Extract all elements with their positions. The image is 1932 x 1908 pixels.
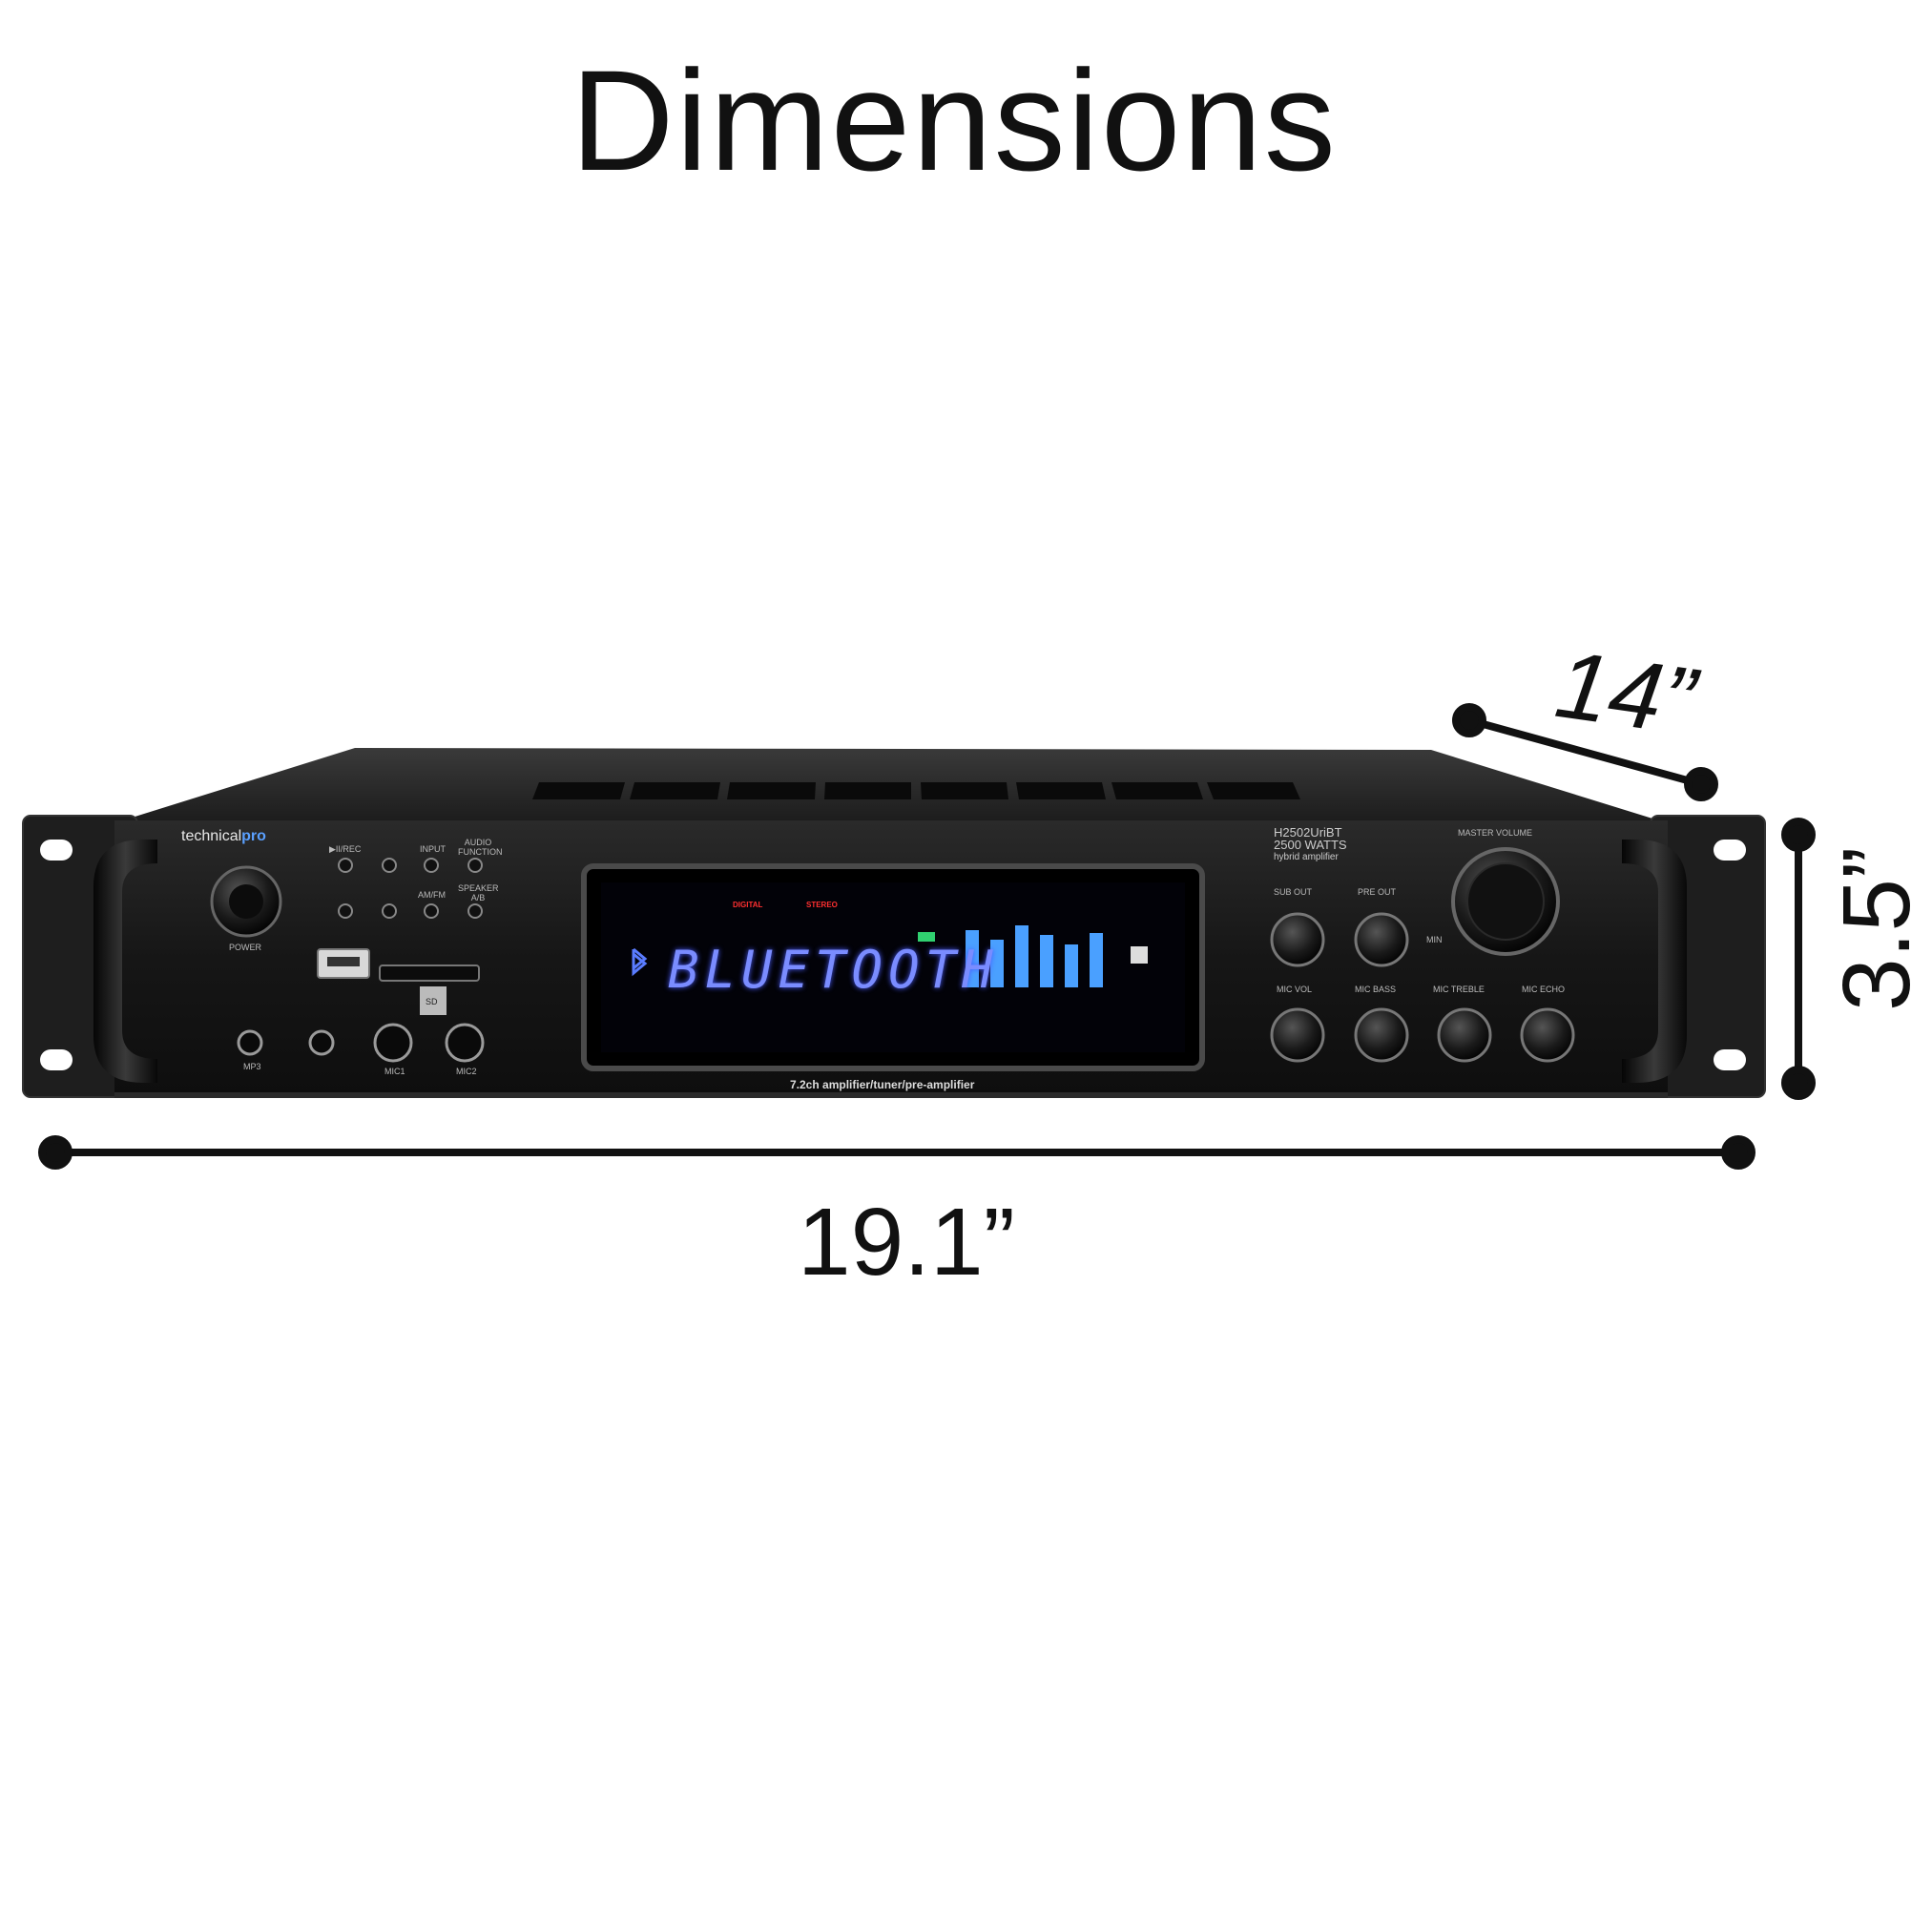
brand-logo-text: technicalpro — [181, 828, 266, 845]
label-pre-out: PRE OUT — [1358, 887, 1397, 897]
jacks — [237, 1023, 485, 1063]
model-watts: 2500 WATTS — [1274, 838, 1347, 852]
label-mic-vol: MIC VOL — [1277, 985, 1313, 994]
display-tag-stereo: STEREO — [806, 901, 838, 909]
control-buttons — [338, 858, 483, 919]
page-title: Dimensions — [571, 40, 1338, 200]
label-sub-out: SUB OUT — [1274, 887, 1313, 897]
label-input: INPUT — [420, 844, 446, 854]
label-mic-bass: MIC BASS — [1355, 985, 1397, 994]
display-readout: BLUETOOTH — [668, 940, 999, 1000]
label-am-fm: AM/FM — [418, 890, 446, 900]
eq-bars — [966, 925, 1103, 987]
vent-slots — [532, 782, 1300, 799]
width-dimension-label: 19.1” — [798, 1189, 1015, 1296]
depth-dimension-label: 14” — [1549, 630, 1701, 757]
label-speaker-ab: SPEAKER A/B — [458, 883, 499, 902]
label-master-volume: MASTER VOLUME — [1458, 828, 1533, 838]
bluetooth-icon — [632, 947, 648, 977]
label-mic2: MIC2 — [456, 1067, 477, 1076]
model-type: hybrid amplifier — [1274, 852, 1339, 862]
tone-knobs — [1270, 912, 1575, 1063]
label-sd: SD — [426, 997, 438, 1006]
label-mic-echo: MIC ECHO — [1522, 985, 1565, 994]
label-power: POWER — [229, 943, 262, 952]
width-dimension-line — [38, 1135, 1755, 1170]
model-number: H2502UriBT — [1274, 825, 1342, 840]
handle-left — [93, 840, 157, 1083]
label-min: MIN — [1426, 935, 1443, 944]
label-mp3: MP3 — [243, 1062, 261, 1071]
label-mic-treble: MIC TREBLE — [1433, 985, 1485, 994]
panel-description: 7.2ch amplifier/tuner/pre-amplifier — [790, 1078, 975, 1091]
depth-dimension-line — [1452, 703, 1718, 801]
brand-word-a: technical — [181, 828, 242, 844]
brand-word-b: pro — [241, 828, 266, 844]
height-dimension-line — [1781, 818, 1816, 1100]
sd-slot — [379, 964, 480, 982]
model-block: H2502UriBT 2500 WATTS hybrid amplifier — [1274, 826, 1347, 863]
handle-right — [1622, 840, 1687, 1083]
height-dimension-label: 3.5” — [1823, 846, 1930, 1011]
display-tag-digital: DIGITAL — [733, 901, 763, 909]
label-audio-function: AUDIO FUNCTION — [458, 838, 503, 857]
label-play-rec: ▶II/REC — [329, 844, 362, 854]
label-mic1: MIC1 — [384, 1067, 405, 1076]
